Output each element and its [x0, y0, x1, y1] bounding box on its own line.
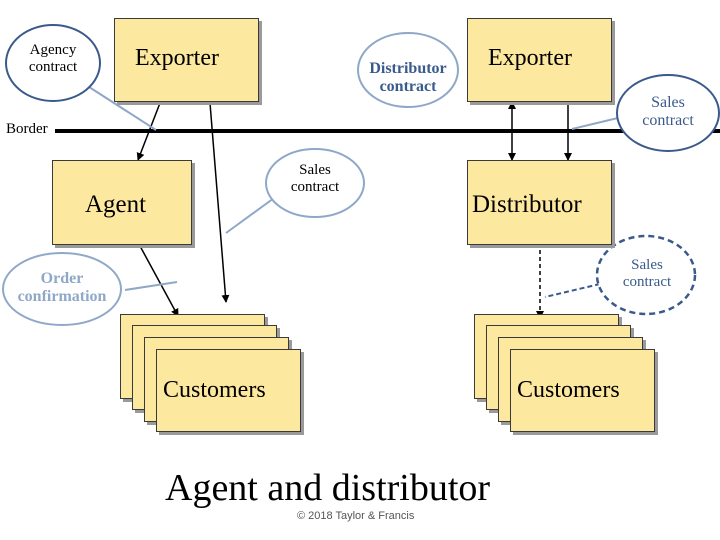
customers-right-box: Customers	[510, 349, 655, 432]
exporter-right-box: Exporter	[467, 18, 612, 102]
sales-contract-top-bubble	[616, 74, 720, 152]
order-confirmation-text: Order confirmation	[17, 270, 107, 306]
border-label: Border	[6, 121, 48, 138]
customers-right-label: Customers	[517, 377, 620, 403]
page-title: Agent and distributor	[165, 467, 491, 509]
distributor-label: Distributor	[472, 191, 582, 218]
copyright: © 2018 Taylor & Francis	[297, 510, 415, 522]
agency-contract-text: Agency contract	[28, 42, 78, 76]
distributor-contract-text: Distributor contract	[369, 60, 447, 96]
distributor-contract-bubble	[357, 32, 459, 108]
agency-pointer	[85, 84, 157, 131]
sales-contract-right-text: Sales contract	[622, 257, 672, 291]
sales-contract-mid-bubble	[265, 148, 365, 218]
customers-left-label: Customers	[163, 377, 266, 403]
exporter-agent-arrow	[136, 102, 161, 161]
sales-contract-right-pointer	[544, 283, 601, 298]
exporter-left-box: Exporter	[114, 18, 259, 102]
exporter-customers-arrow	[209, 102, 230, 303]
customers-left-box: Customers	[156, 349, 301, 432]
exporter-right-label: Exporter	[488, 45, 572, 71]
agency-bubble	[5, 24, 101, 102]
agent-box: Agent	[52, 160, 192, 245]
sales-contract-top-text: Sales contract	[642, 94, 694, 130]
sales-contract-mid-text: Sales contract	[290, 162, 340, 196]
distributor-box: Distributor	[467, 160, 612, 245]
sales-contract-pointer	[571, 116, 623, 130]
sales-contract-right-bubble	[595, 234, 697, 316]
agent-customers-arrow	[139, 245, 179, 317]
exporter-left-label: Exporter	[135, 45, 219, 71]
order-confirmation-pointer	[124, 281, 178, 291]
order-confirmation-bubble	[2, 252, 122, 326]
agent-label: Agent	[85, 191, 147, 218]
